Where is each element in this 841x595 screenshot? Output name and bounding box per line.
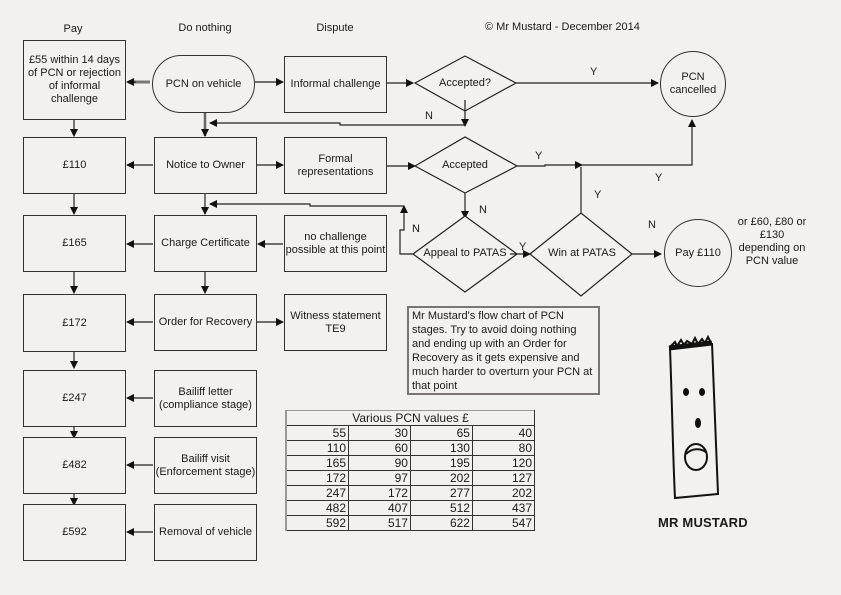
table-cell: 512 <box>409 500 473 516</box>
table-cell: 482 <box>285 500 349 516</box>
table-cell: 40 <box>471 425 536 441</box>
pay-box-482: £482 <box>23 437 126 494</box>
branch-label-yes: Y <box>535 150 543 162</box>
table-cell: 195 <box>409 455 473 471</box>
table-cell: 172 <box>348 485 411 501</box>
decision-appeal-patas-label: Appeal to PATAS <box>423 247 507 259</box>
table-cell: 202 <box>409 470 473 486</box>
pay-box-247: £247 <box>23 370 126 427</box>
table-cell: 165 <box>285 455 349 471</box>
table-cell: 547 <box>471 515 536 531</box>
arrow-accepted-q-no-to-nto <box>209 119 465 127</box>
mr-mustard-portrait <box>668 334 720 500</box>
order-for-recovery-box: Order for Recovery <box>154 294 257 351</box>
witness-statement-box: Witness statement TE9 <box>284 294 387 351</box>
pay-box-592: £592 <box>23 504 126 561</box>
arrow-appeal-no-to-cc <box>209 200 404 208</box>
arrow-to-cancelled <box>582 119 696 166</box>
table-cell: 622 <box>409 515 473 531</box>
removal-of-vehicle-box: Removal of vehicle <box>154 504 257 561</box>
pay-110-terminal: Pay £110 <box>664 219 732 287</box>
table-cell: 97 <box>348 470 411 486</box>
bailiff-letter-box: Bailiff letter (compliance stage) <box>154 370 257 427</box>
no-challenge-box: no challenge possible at this point <box>284 215 387 272</box>
table-cell: 202 <box>471 485 536 501</box>
formal-representations-box: Formal representations <box>284 137 387 194</box>
table-cell: 247 <box>285 485 349 501</box>
pay-box-110: £110 <box>23 137 126 194</box>
column-heading-dispute: Dispute <box>316 22 354 34</box>
branch-label-no: N <box>479 204 487 216</box>
table-cell: 30 <box>348 425 411 441</box>
brand-name: MR MUSTARD <box>658 515 748 530</box>
branch-label-no: N <box>412 223 420 235</box>
table-cell: 120 <box>471 455 536 471</box>
informal-challenge-box: Informal challenge <box>284 56 387 113</box>
arrow-accepted-yes <box>517 161 583 169</box>
pay-box-165: £165 <box>23 215 126 272</box>
decision-accepted-label: Accepted <box>442 159 488 171</box>
table-cell: 127 <box>471 470 536 486</box>
table-cell: 130 <box>409 440 473 456</box>
branch-label-yes: Y <box>594 189 602 201</box>
branch-label-no: N <box>648 219 656 231</box>
pcn-cancelled-terminal: PCN cancelled <box>660 51 726 117</box>
branch-label-yes: Y <box>655 172 663 184</box>
copyright-notice: © Mr Mustard - December 2014 <box>485 21 640 33</box>
table-cell: 172 <box>285 470 349 486</box>
table-cell: 110 <box>285 440 349 456</box>
table-cell: 80 <box>471 440 536 456</box>
pay-box-172: £172 <box>23 294 126 352</box>
table-cell: 55 <box>285 425 349 441</box>
table-cell: 407 <box>348 500 411 516</box>
branch-label-no: N <box>425 110 433 122</box>
pcn-on-vehicle-start: PCN on vehicle <box>152 55 255 113</box>
table-cell: 277 <box>409 485 473 501</box>
decision-accepted-q-label: Accepted? <box>439 77 491 89</box>
table-cell: 437 <box>471 500 536 516</box>
explanation-note: Mr Mustard's flow chart of PCN stages. T… <box>407 306 600 395</box>
table-cell: 90 <box>348 455 411 471</box>
charge-certificate-box: Charge Certificate <box>154 215 257 272</box>
table-cell: 65 <box>409 425 473 441</box>
decision-win-patas-label: Win at PATAS <box>548 247 616 259</box>
table-title: Various PCN values £ <box>285 410 535 426</box>
pay-110-note: or £60, £80 or £130 depending on PCN val… <box>737 216 807 267</box>
column-heading-pay: Pay <box>63 23 83 35</box>
column-heading-do-nothing: Do nothing <box>178 22 232 34</box>
branch-label-yes: Y <box>519 241 527 253</box>
notice-to-owner-box: Notice to Owner <box>154 137 257 194</box>
pay-box-early: £55 within 14 days of PCN or rejection o… <box>23 40 126 120</box>
branch-label-yes: Y <box>590 66 598 78</box>
bailiff-visit-box: Bailiff visit (Enforcement stage) <box>154 437 257 494</box>
table-cell: 517 <box>348 515 411 531</box>
table-cell: 60 <box>348 440 411 456</box>
table-cell: 592 <box>285 515 349 531</box>
